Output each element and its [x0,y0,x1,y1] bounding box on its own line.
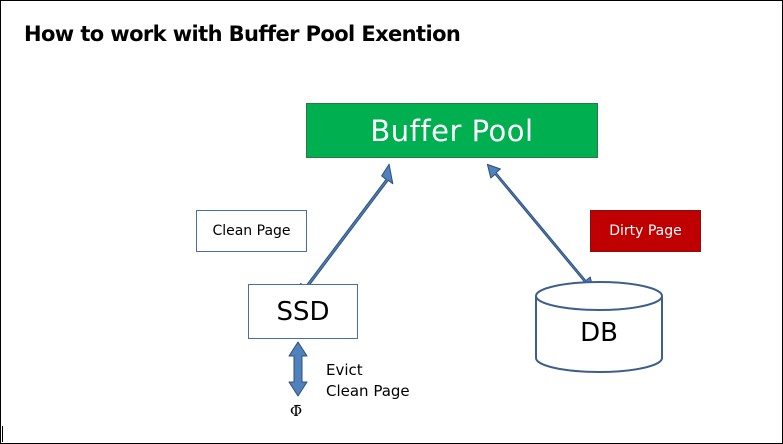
ssd-box: SSD [248,284,358,339]
evict-clean-page-label: Evict Clean Page [326,360,410,402]
arrow-bufferpool-db [486,163,595,292]
db-cylinder [535,281,663,373]
left-edge-mark [2,426,3,442]
db-label: DB [580,318,618,348]
evict-label-line1: Evict [326,361,363,379]
evict-label-line2: Clean Page [326,382,410,400]
page-title: How to work with Buffer Pool Exention [24,22,461,46]
arrow-bufferpool-ssd [298,163,394,298]
arrow-ssd-evict [288,341,308,397]
clean-page-label: Clean Page [196,210,307,252]
sink-symbol: Φ̄ [289,402,303,420]
buffer-pool-box: Buffer Pool [306,103,598,158]
dirty-page-label: Dirty Page [590,210,701,252]
